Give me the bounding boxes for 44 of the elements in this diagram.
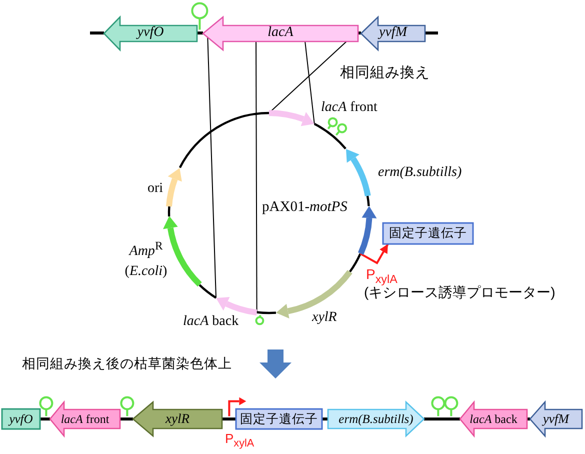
dna-line — [424, 418, 460, 420]
gene-arc — [356, 205, 378, 256]
gene-block: lacA — [202, 16, 359, 50]
gene-block: yvfO — [103, 16, 198, 50]
gene-block: xylR — [132, 401, 223, 437]
gene-block: yvfM — [529, 401, 583, 437]
gene-arc — [268, 109, 316, 128]
gene-arc — [215, 296, 258, 316]
dna-line — [90, 32, 104, 34]
gene-arc — [165, 166, 184, 208]
gene-arc: xylR — [274, 269, 354, 328]
dna-line — [168, 206, 170, 217]
dna-line — [349, 253, 362, 272]
connector-line — [256, 40, 258, 313]
gene-arc — [344, 148, 372, 198]
gene-block: erm(B.subtills) — [327, 401, 425, 437]
gene-block: lacA front — [49, 401, 121, 437]
gene-box: yvfO — [1, 408, 41, 430]
connector-line — [304, 40, 315, 124]
gene-box: 固定子遺伝子 — [382, 222, 474, 245]
dna-line — [178, 112, 270, 168]
promoter-label: P$_{xylA}$ — [225, 431, 254, 447]
connector-line — [207, 36, 216, 298]
plasmid-name: pAX01-motPS — [262, 199, 348, 217]
gene-block: lacA back — [459, 401, 528, 437]
dna-line — [314, 122, 346, 150]
gene-label: lacA front — [321, 100, 378, 116]
gene-arc — [162, 215, 203, 288]
gene-label: lacA back — [183, 314, 239, 330]
dna-line — [222, 418, 236, 420]
gene-label: Amp$^{R}$ (E.coli) — [124, 242, 168, 281]
dna-line — [425, 32, 438, 34]
gene-label: erm(B.subtills) — [378, 164, 462, 182]
gene-box: 固定子遺伝子 — [235, 408, 323, 430]
promoter-arrow — [360, 244, 389, 264]
heading-text: 相同組み換え後の枯草菌染色体上 — [22, 356, 232, 372]
dna-line — [198, 284, 217, 299]
dna-line — [120, 418, 133, 420]
dna-line — [40, 418, 50, 420]
dna-line — [256, 311, 276, 314]
gene-block: yvfM — [360, 16, 426, 50]
gene-label: ori — [147, 180, 163, 198]
note-text: 相同組み換え — [340, 65, 430, 83]
dna-line — [366, 195, 370, 206]
